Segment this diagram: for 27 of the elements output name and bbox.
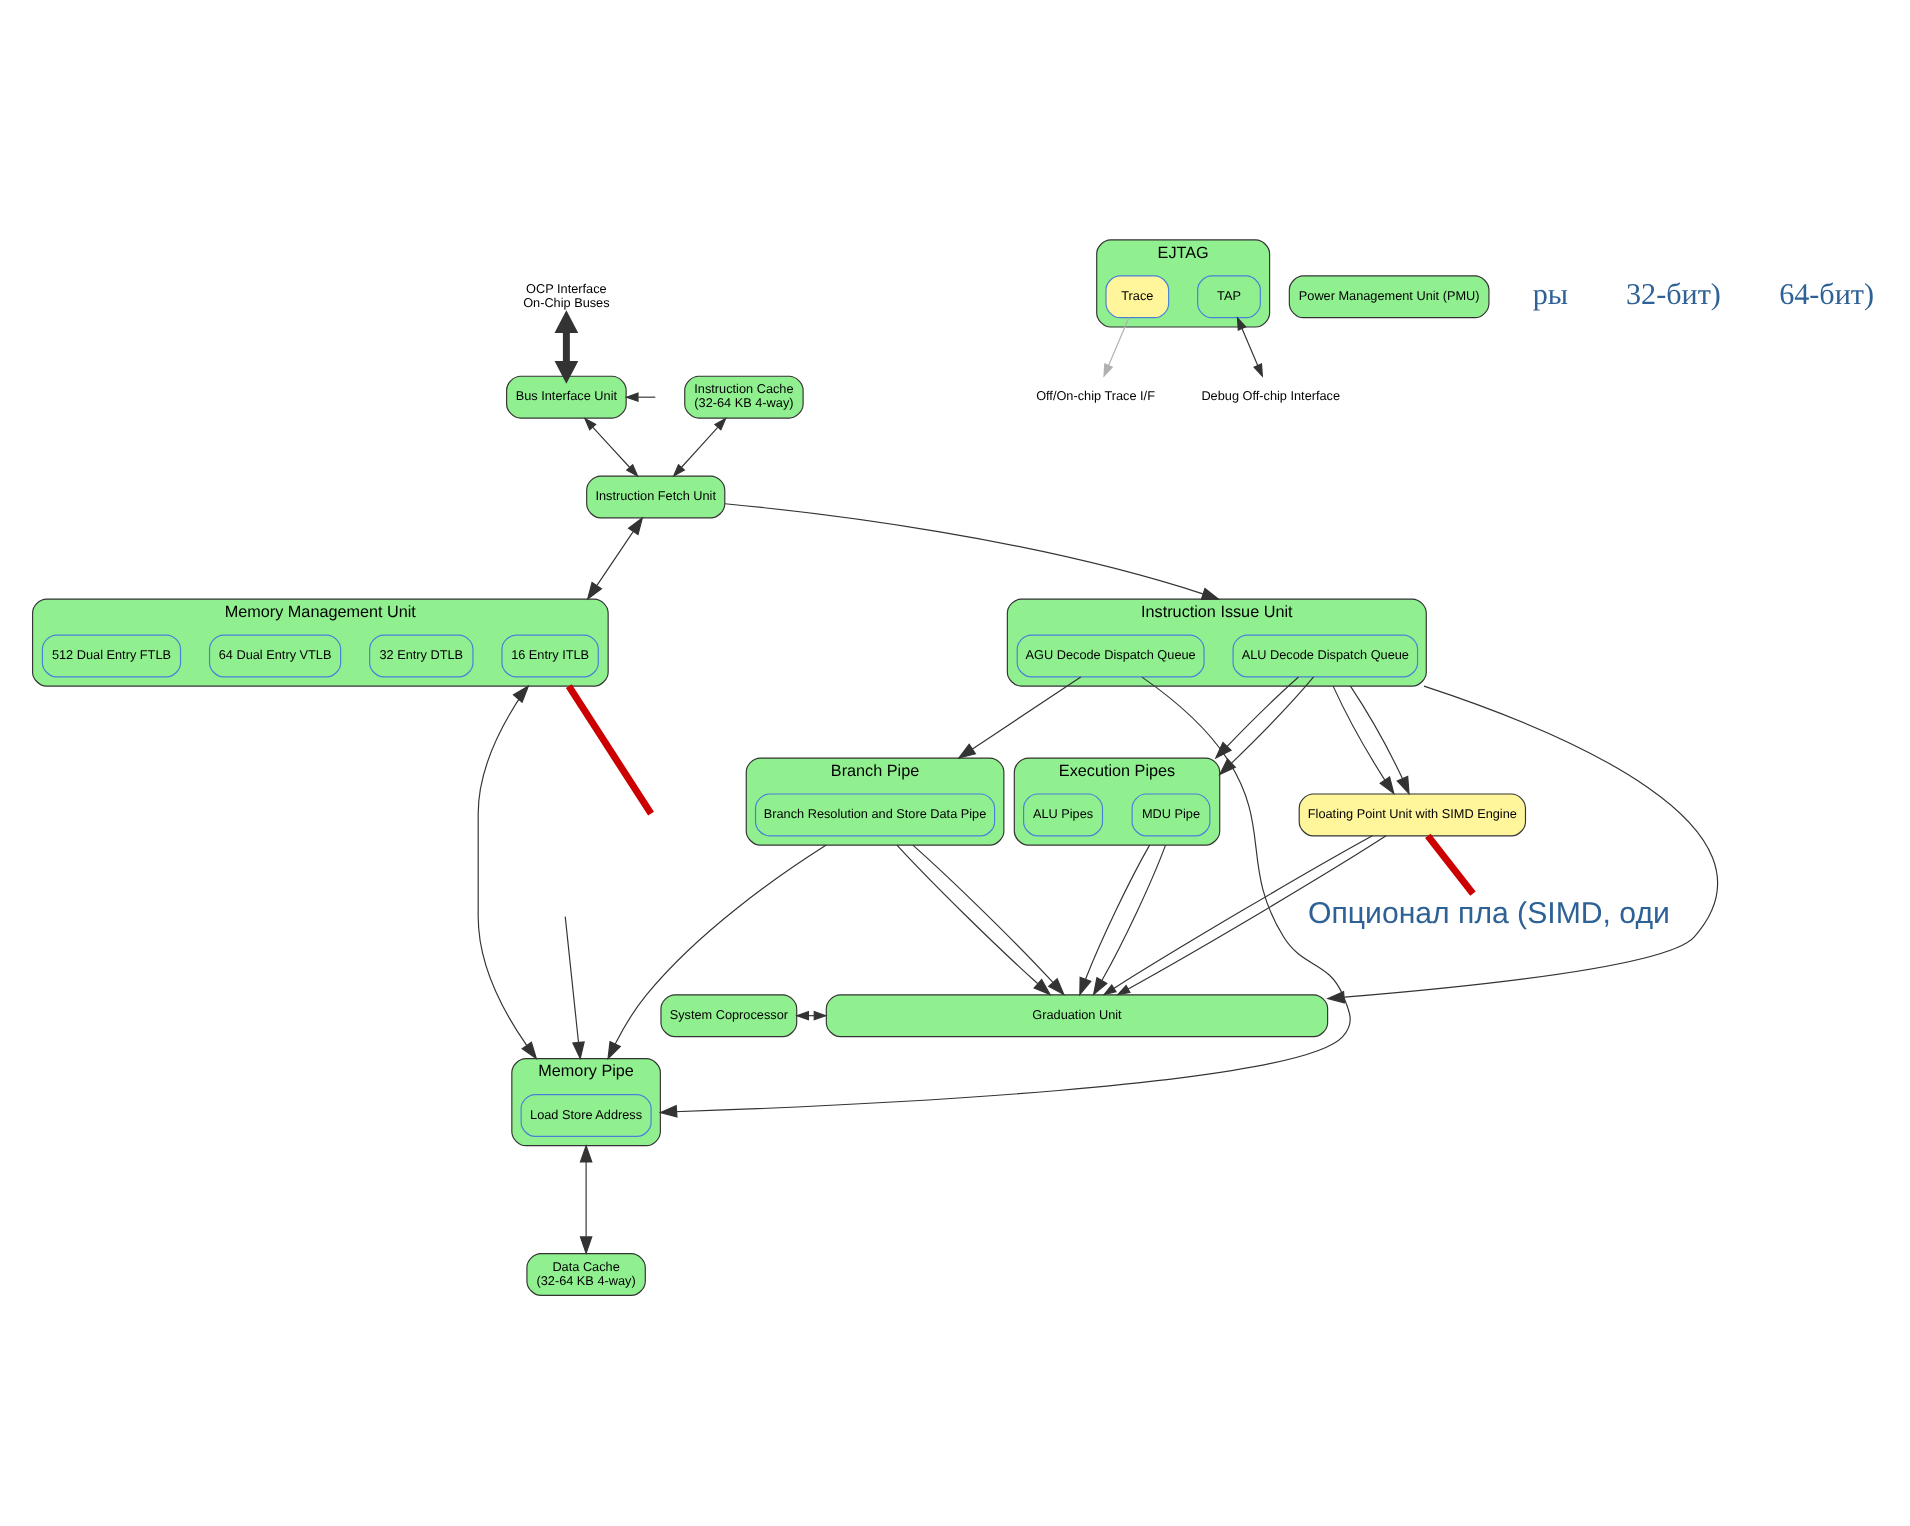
connector xyxy=(1424,833,1475,896)
label: 32-бит) xyxy=(1625,280,1720,313)
arrow xyxy=(1217,676,1314,776)
arrow xyxy=(1102,317,1129,378)
arrow xyxy=(671,417,726,478)
arrow xyxy=(956,676,1081,760)
arrow xyxy=(895,844,1051,996)
arrow xyxy=(476,684,537,1061)
arrow xyxy=(582,417,638,478)
label: ры xyxy=(1531,280,1568,313)
arrow xyxy=(563,916,584,1061)
arrow xyxy=(1348,685,1409,796)
arrow xyxy=(606,844,826,1061)
arrow xyxy=(1331,685,1394,796)
connector xyxy=(564,684,653,816)
arrow xyxy=(1091,844,1166,997)
arrow xyxy=(911,844,1064,996)
arrow xyxy=(578,1143,592,1255)
arrow xyxy=(1235,316,1263,378)
arrow xyxy=(1078,844,1150,997)
label: 64-бит) xyxy=(1778,280,1874,313)
arrow xyxy=(585,516,643,601)
arrow xyxy=(553,310,578,384)
node-text: Опционал пла (SIMD, оди xyxy=(1306,896,1669,931)
arrow xyxy=(1213,676,1299,760)
arrow xyxy=(723,503,1220,600)
arrow xyxy=(1325,685,1718,1004)
